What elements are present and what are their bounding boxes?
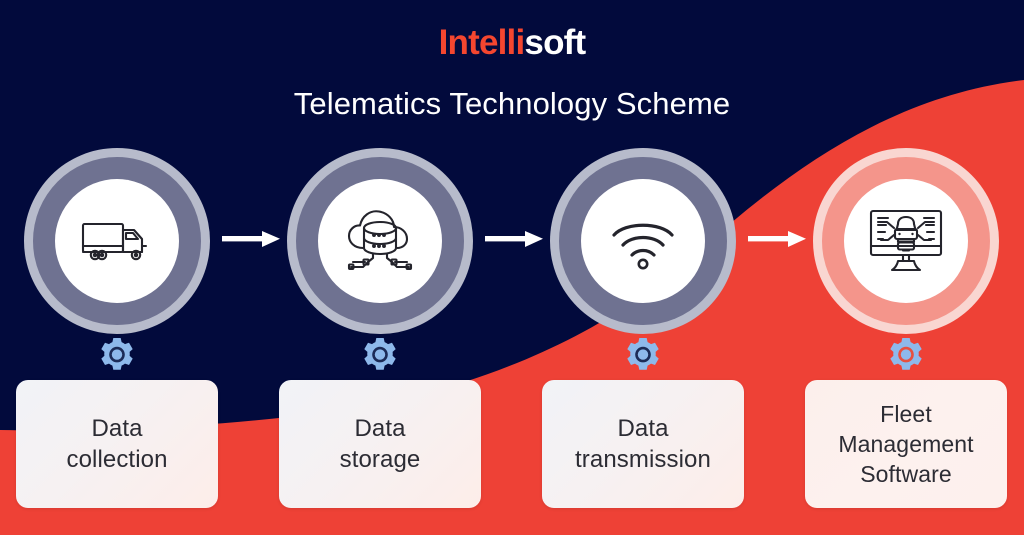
ring-inner-4 [844, 179, 968, 303]
brand-logo: Intellisoft [0, 22, 1024, 64]
label-card-2-text: Data storage [339, 415, 421, 473]
step-circle-2 [287, 148, 473, 334]
logo-text-primary: Intelli [438, 23, 526, 62]
ring-inner-2 [318, 179, 442, 303]
step-circle-4 [813, 148, 999, 334]
arrow-3-4 [748, 231, 806, 247]
label-card-3-text: Data transmission [575, 415, 711, 473]
truck-icon [81, 222, 148, 261]
arrow-1-2 [222, 231, 280, 247]
ring-inner-3 [581, 179, 705, 303]
label-card-4: Fleet Management Software [805, 380, 1007, 508]
gear-icon-4 [890, 338, 922, 370]
wifi-signal-icon [612, 223, 674, 270]
label-card-1-text: Data collection [66, 415, 168, 473]
ring-inner-1 [55, 179, 179, 303]
label-card-4-text: Fleet Management Software [838, 401, 974, 487]
label-card-1: Data collection [16, 380, 218, 508]
page-title: Telematics Technology Scheme [293, 86, 731, 121]
label-card-3: Data transmission [542, 380, 744, 508]
gear-icon-2 [364, 338, 396, 370]
arrow-2-3 [485, 231, 543, 247]
cloud-database-icon [347, 210, 413, 270]
step-circle-3 [550, 148, 736, 334]
monitor-vehicle-icon [869, 209, 943, 272]
gear-icon-3 [627, 338, 659, 370]
logo-text-secondary: soft [524, 23, 586, 62]
gear-icon-1 [101, 338, 133, 370]
label-card-2: Data storage [279, 380, 481, 508]
step-circle-1 [24, 148, 210, 334]
